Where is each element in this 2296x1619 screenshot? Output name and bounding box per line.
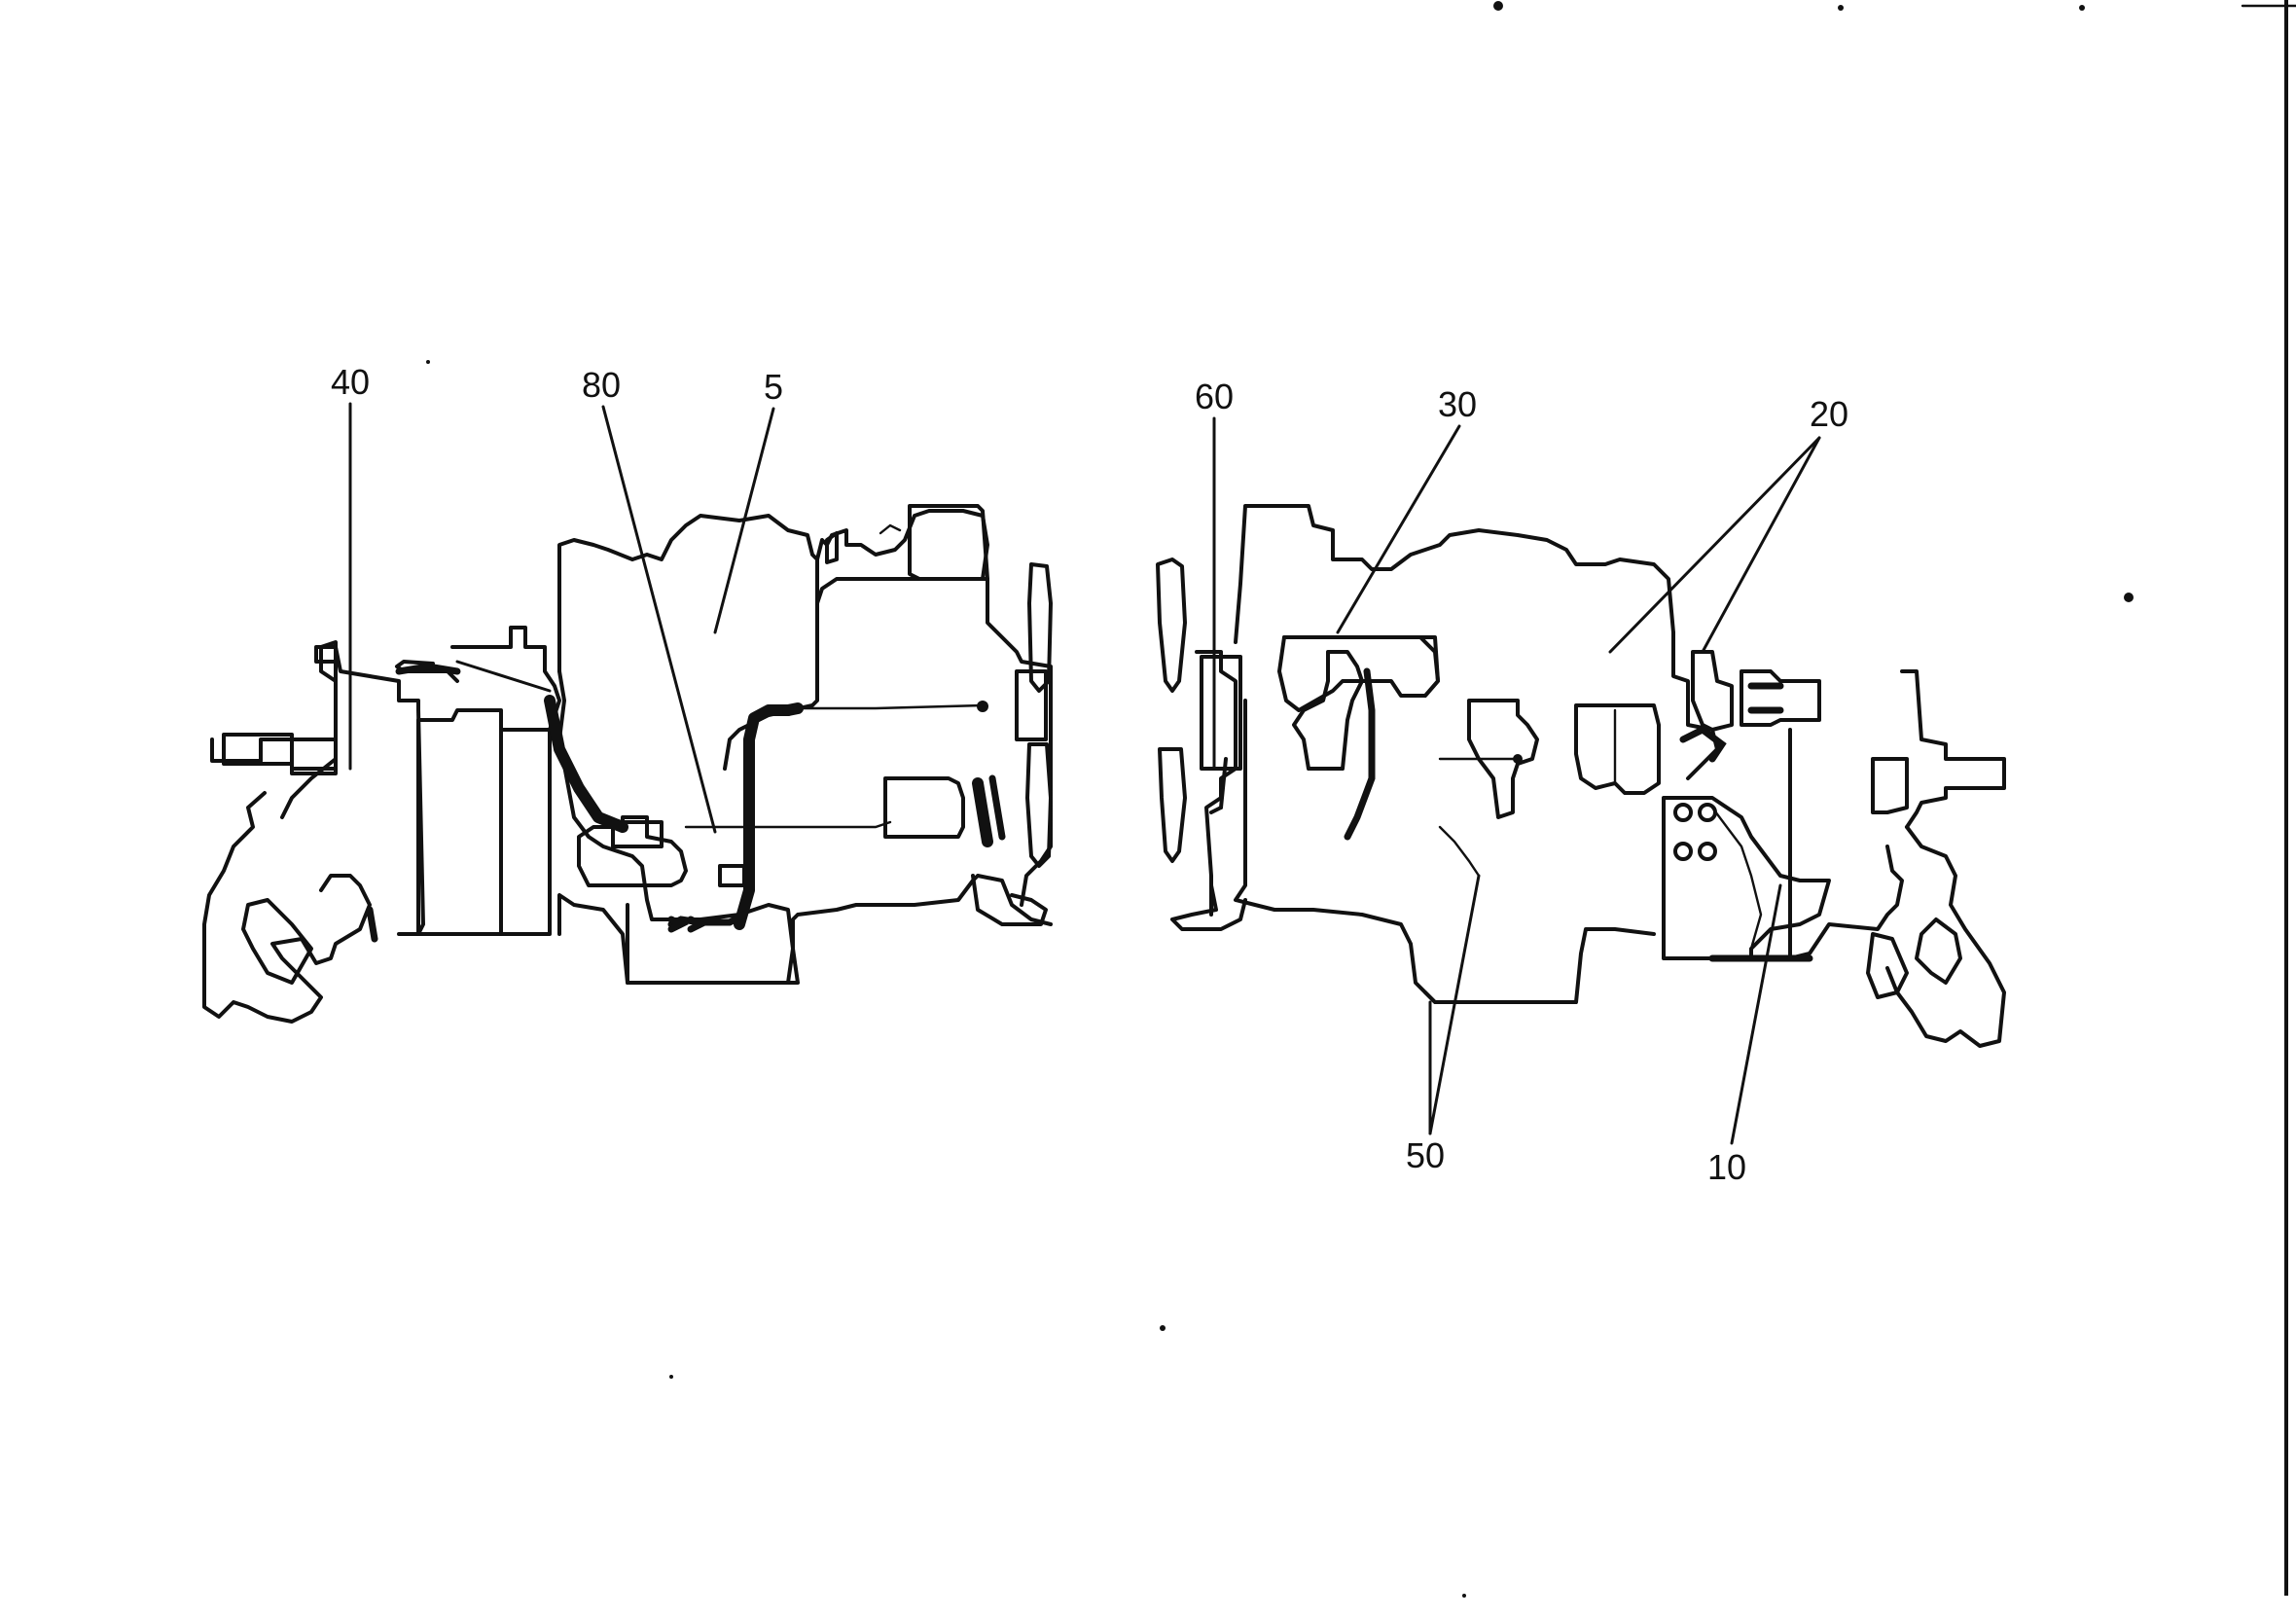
transmission-flange-outline <box>210 640 338 819</box>
fuel-pump-fittings <box>1740 669 1821 727</box>
callout-5: 5 <box>764 367 783 407</box>
fuel-filter-cartridges <box>1574 703 1661 795</box>
oil-sender-box <box>1200 655 1242 771</box>
leader-10 <box>1730 883 1782 1145</box>
flywheel-housing-right <box>1788 728 1904 960</box>
fuel-filter-housing <box>1467 699 1539 819</box>
right-view-callouts: 60 30 20 50 10 <box>1195 377 1848 1187</box>
main-harness-left <box>734 702 804 930</box>
rear-bracket-plate <box>1662 796 1831 960</box>
starter-solenoid <box>611 820 664 848</box>
harness-pump-branch <box>1679 725 1727 763</box>
harness-plug-lower <box>667 916 708 933</box>
fan-hub <box>1015 669 1048 741</box>
right-output-flange <box>1900 669 2006 829</box>
harness-wire-sensor <box>1438 825 1481 878</box>
fan-blade-lower <box>1025 742 1053 868</box>
left-view-callouts: 40 80 5 <box>331 362 783 834</box>
alternator-body <box>883 776 965 839</box>
fuel-pump-stack <box>1691 650 1734 732</box>
callout-40: 40 <box>331 362 370 402</box>
left-mount-arm <box>241 898 313 985</box>
starter-motor <box>577 815 688 887</box>
callout-20: 20 <box>1810 394 1848 434</box>
alternator-pulley <box>972 777 993 847</box>
fan-blade-lower-right <box>1158 747 1187 863</box>
engine-left-view <box>202 504 1053 1024</box>
callout-10: 10 <box>1707 1147 1746 1187</box>
engine-block-lower <box>557 669 800 985</box>
leader-40-branch <box>455 660 552 693</box>
bracket-bolt-1 <box>1673 803 1693 822</box>
rocker-cover <box>908 504 989 581</box>
front-cover <box>986 577 1053 907</box>
callout-60: 60 <box>1195 377 1234 416</box>
bracket-bolt-4 <box>1698 842 1717 861</box>
callout-30: 30 <box>1438 384 1477 424</box>
leader-50-b <box>1428 874 1481 1135</box>
harness-loop-intake <box>1282 635 1440 698</box>
bell-housing <box>314 645 425 936</box>
right-mount-foot <box>1866 932 1909 999</box>
harness-wire-front <box>796 703 985 710</box>
left-mount-hose <box>366 906 378 943</box>
leader-20-a <box>1608 436 1821 654</box>
right-engine-mount <box>1885 825 2006 1048</box>
harness-branch-top <box>395 663 461 675</box>
vent-pipe <box>879 523 902 535</box>
right-flange-collar <box>1871 757 1909 814</box>
bracket-bolt-3 <box>1673 842 1693 861</box>
oil-pan <box>626 874 1053 985</box>
scan-specks <box>426 1 2134 1598</box>
left-input-shaft <box>222 733 338 771</box>
callout-80: 80 <box>582 365 621 405</box>
fan-blade-upper-right <box>1156 558 1187 693</box>
oil-filter-bracket <box>825 531 839 564</box>
leader-5 <box>713 407 775 634</box>
harness-connector-filter <box>1513 754 1523 764</box>
front-lower-mount-right <box>1170 883 1247 931</box>
engine-right-view <box>1156 504 2006 1048</box>
cylinder-head <box>815 509 989 605</box>
oil-cooler-core <box>499 728 552 936</box>
harness-bracket-curve <box>1710 806 1763 951</box>
harness-wire-alternator <box>684 820 892 829</box>
harness-drop-injector <box>1344 667 1376 841</box>
sump-drain <box>1423 990 1452 1004</box>
harness-connector-mid <box>782 704 794 716</box>
fuel-pump-pipe <box>1747 682 1784 714</box>
engine-block-right-lower <box>1234 699 1656 1004</box>
harness-branch-cooler <box>544 695 628 833</box>
oil-cooler-block <box>416 708 552 936</box>
leader-80 <box>601 405 717 834</box>
harness-connector-front <box>977 701 988 712</box>
harness-junction-box <box>718 864 746 887</box>
engine-block-right <box>1234 504 1675 644</box>
right-mount-arm <box>1915 917 1962 985</box>
front-lower-bracket <box>971 874 1048 926</box>
leader-30 <box>1336 424 1461 634</box>
cooler-top-bracket <box>450 626 561 732</box>
callout-50: 50 <box>1406 1135 1445 1175</box>
injection-pump <box>1292 650 1364 771</box>
left-engine-mount <box>202 791 372 1024</box>
alternator-pulley-rib <box>988 774 1006 841</box>
leader-20-b <box>1701 436 1821 654</box>
